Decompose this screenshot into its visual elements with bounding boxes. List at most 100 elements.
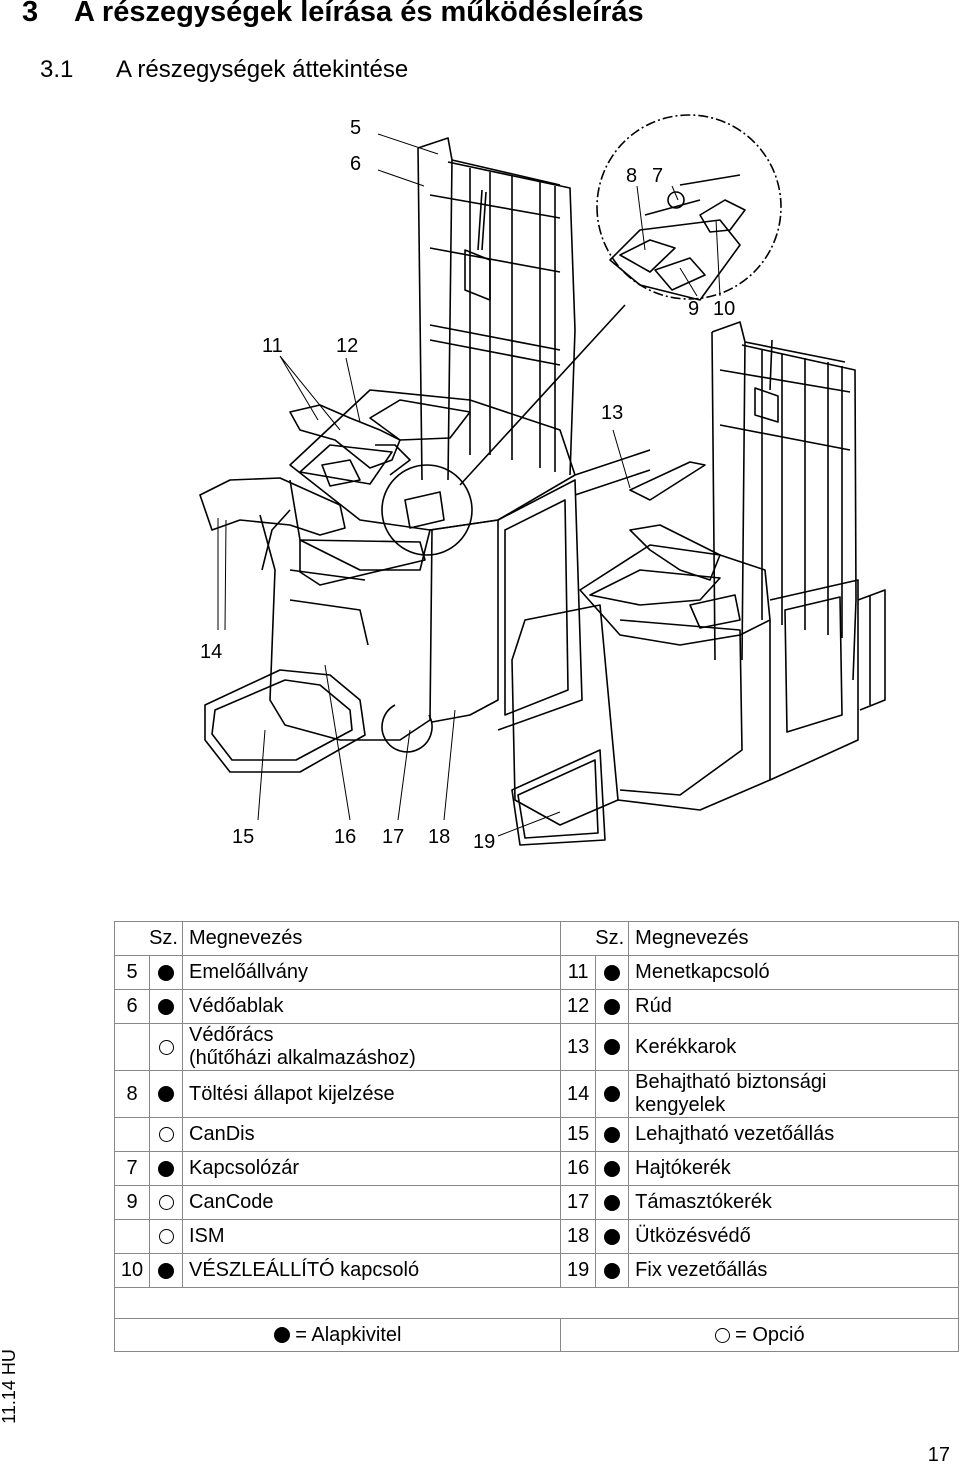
item-name-right: Támasztókerék [628,1185,959,1220]
item-name-right: Lehajtható vezetőállás [628,1117,959,1152]
item-number-right: 11 [560,955,597,990]
item-number-left [114,1219,150,1254]
key-option: = Opció [560,1318,959,1352]
filled-circle-icon [158,1160,174,1177]
left-truck-drawing [199,137,651,773]
standard-marker [149,989,183,1024]
empty-circle-icon [158,1195,174,1211]
item-name-left: Emelőállvány [181,955,562,990]
option-marker [149,1117,183,1152]
callout-8: 8 [626,165,637,187]
item-name-right: Menetkapcsoló [628,955,959,990]
item-number-left: 6 [114,989,150,1024]
option-marker [149,1185,183,1220]
empty-circle-icon [158,1127,174,1143]
item-name-right: Ütközésvédő [628,1219,959,1254]
standard-marker [595,1253,630,1288]
option-marker [149,1023,183,1071]
detail-circle-drawing [459,114,782,486]
item-number-right: 15 [560,1117,597,1152]
filled-circle-icon [273,1327,290,1344]
standard-marker [149,1253,183,1288]
callout-15: 15 [232,826,254,848]
standard-marker [595,989,630,1024]
header-name-right: Megnevezés [628,921,959,956]
standard-marker [595,1117,630,1152]
standard-marker [149,1070,183,1118]
callout-leaders [217,133,721,837]
key-standard-label: = Alapkivitel [295,1323,402,1346]
page-number: 17 [927,1444,950,1466]
item-number-right: 12 [560,989,597,1024]
key-option-label: = Opció [735,1323,805,1346]
filled-circle-icon [604,1039,621,1056]
standard-marker [149,955,183,990]
callout-13: 13 [601,402,623,424]
document-version-label: 11.14 HU [0,1349,19,1424]
filled-circle-icon [604,1262,621,1279]
item-name-right: Rúd [628,989,959,1024]
item-name-left: CanDis [181,1117,562,1152]
empty-circle-icon [714,1327,730,1343]
standard-marker [595,1070,630,1118]
item-name-left: Védőablak [181,989,562,1024]
item-number-right: 18 [560,1219,597,1254]
right-truck-drawing [511,321,886,846]
item-number-right: 17 [560,1185,597,1220]
item-number-left: 7 [114,1151,150,1186]
item-name-left: Kapcsolózár [181,1151,562,1186]
legend-spacer-row [114,1287,959,1319]
components-legend-table: Sz. Megnevezés Sz. Megnevezés 5 Emelőállv… [113,921,959,1352]
item-name-left: Védőrács (hűtőházi alkalmazáshoz) [181,1023,562,1071]
option-marker [149,1219,183,1254]
item-name-right: Hajtókerék [628,1151,959,1186]
item-name-right: Behajtható biztonsági kengyelek [628,1070,959,1118]
item-name-left: Töltési állapot kijelzése [181,1070,562,1118]
truck-overview-figure: 5 6 8 7 9 10 11 12 13 14 15 16 17 18 19 [199,114,886,853]
item-name-left: CanCode [181,1185,562,1220]
empty-circle-icon [158,1229,174,1245]
item-number-left [114,1023,150,1071]
callout-labels: 5 6 8 7 9 10 11 12 13 14 15 16 17 18 19 [200,117,735,853]
callout-17: 17 [382,826,404,848]
item-number-left: 9 [114,1185,150,1220]
header-no-left: Sz. [114,921,183,956]
callout-10: 10 [713,298,735,320]
callout-19: 19 [473,831,495,853]
callout-9: 9 [688,298,699,320]
item-number-left: 5 [114,955,150,990]
header-name-left: Megnevezés [181,921,562,956]
subsection-title: A részegységek áttekintése [116,56,409,83]
legend-header-row: Sz. Megnevezés Sz. Megnevezés [114,921,959,956]
section-number: 3 [22,0,39,28]
filled-circle-icon [604,1160,621,1177]
subsection-heading: 3.1 A részegységek áttekintése [40,56,408,84]
item-number-right: 19 [560,1253,597,1288]
standard-marker [595,955,630,990]
filled-circle-icon [604,998,621,1015]
callout-5: 5 [350,117,361,139]
callout-14: 14 [200,641,222,663]
callout-11: 11 [262,335,283,357]
standard-marker [595,1023,630,1071]
section-heading: 3 A részegységek leírása és működésleírás [22,0,644,29]
item-number-right: 14 [560,1070,597,1118]
filled-circle-icon [158,1086,174,1103]
filled-circle-icon [158,1262,174,1279]
subsection-number: 3.1 [40,56,74,83]
standard-marker [149,1151,183,1186]
filled-circle-icon [604,1086,621,1103]
filled-circle-icon [604,964,621,981]
header-no-right: Sz. [560,921,630,956]
section-title: A részegységek leírása és működésleírás [74,0,644,28]
callout-7: 7 [652,165,663,187]
standard-marker [595,1185,630,1220]
callout-18: 18 [428,826,450,848]
